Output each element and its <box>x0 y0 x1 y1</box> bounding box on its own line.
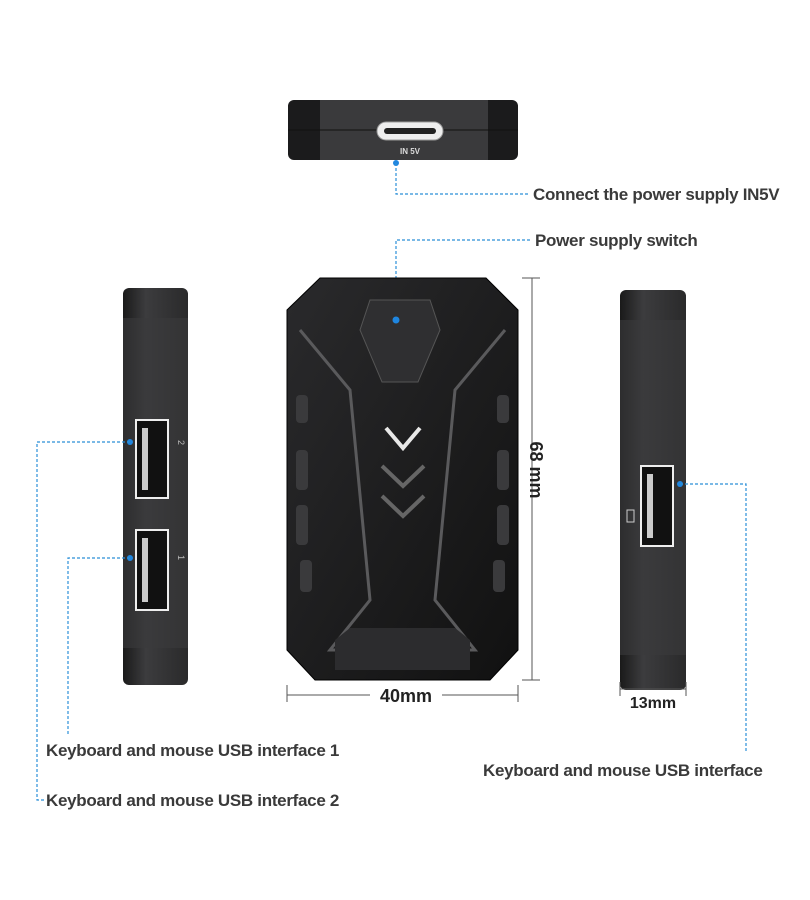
top-view-device: IN 5V <box>288 100 518 160</box>
usb-port-1: 1 <box>135 529 186 611</box>
depth-dimension-line <box>619 682 687 696</box>
right-side-device <box>620 290 686 690</box>
leader-line <box>36 441 130 801</box>
usb-port-2: 2 <box>135 419 186 499</box>
callout-usb-interface-1: Keyboard and mouse USB interface 1 <box>46 741 339 760</box>
leader-line <box>680 483 747 752</box>
leader-line <box>395 163 528 195</box>
left-side-device: 2 1 <box>123 288 188 685</box>
dimension-width: 40mm <box>380 686 432 706</box>
main-device-front <box>286 277 519 681</box>
callout-usb-interface-2: Keyboard and mouse USB interface 2 <box>46 791 339 810</box>
dimension-height: 68 mm <box>526 441 546 498</box>
port-label-in5v: IN 5V <box>400 147 421 156</box>
dimension-depth: 13mm <box>630 695 676 712</box>
leader-line <box>67 557 130 735</box>
callout-power-input: Connect the power supply IN5V <box>533 185 780 204</box>
callout-usb-interface-right: Keyboard and mouse USB interface <box>483 761 762 780</box>
power-switch-button <box>359 299 441 383</box>
usb-port <box>640 465 674 547</box>
port-number-1: 1 <box>176 555 186 560</box>
callout-power-switch: Power supply switch <box>535 231 697 250</box>
port-number-2: 2 <box>176 440 186 445</box>
height-dimension-line <box>522 277 540 681</box>
logo-chevron-icon <box>384 426 422 452</box>
